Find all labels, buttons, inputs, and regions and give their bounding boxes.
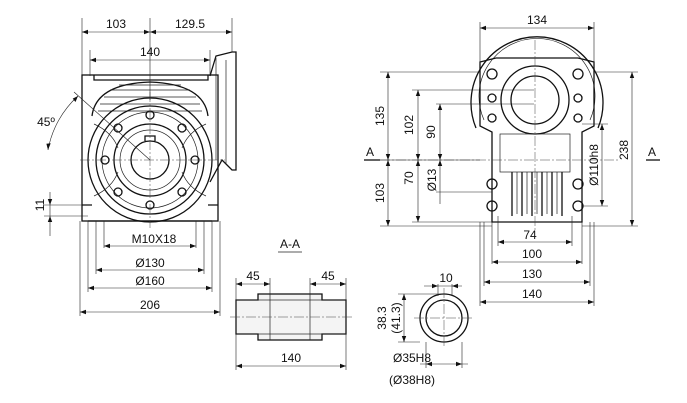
side-dim-135: 135 bbox=[373, 106, 387, 126]
front-dim-206: 206 bbox=[140, 298, 160, 312]
side-dim-70: 70 bbox=[402, 171, 416, 185]
shaft-dim-140: 140 bbox=[281, 351, 301, 365]
side-cooling-fins bbox=[511, 172, 563, 216]
side-dim-140: 140 bbox=[522, 287, 542, 301]
front-dim-45-degree: 45º bbox=[37, 115, 55, 129]
front-view: 103 129.5 140 45º 11 M10X18 Ø13 bbox=[33, 17, 237, 316]
front-dim-140: 140 bbox=[140, 45, 160, 59]
side-dim-100: 100 bbox=[522, 247, 542, 261]
front-dim-11: 11 bbox=[33, 198, 47, 211]
side-dim-74: 74 bbox=[523, 228, 537, 242]
side-section-marker-right: A bbox=[648, 145, 656, 159]
side-dim-102: 102 bbox=[402, 115, 416, 135]
front-motor-flange bbox=[209, 51, 237, 183]
side-dia-110h8: Ø110h8 bbox=[587, 144, 601, 186]
bore-end-view: 10 38.3 (41.3) Ø35H8 (Ø38H8) bbox=[375, 271, 474, 387]
shaft-dim-45-right: 45 bbox=[321, 269, 335, 283]
side-dia-13: Ø13 bbox=[425, 168, 439, 191]
front-dim-103: 103 bbox=[106, 17, 126, 31]
front-dia-130: Ø130 bbox=[135, 256, 165, 270]
bore-dim-41-3: (41.3) bbox=[389, 302, 403, 333]
side-dim-238: 238 bbox=[617, 140, 631, 160]
shaft-dim-45-left: 45 bbox=[246, 269, 260, 283]
shaft-section-view: A-A 45 45 140 bbox=[230, 237, 352, 370]
side-section-marker-left: A bbox=[366, 145, 374, 159]
front-dia-160: Ø160 bbox=[135, 274, 165, 288]
side-dim-130: 130 bbox=[522, 267, 542, 281]
side-dim-90: 90 bbox=[424, 125, 438, 139]
front-dim-129-5: 129.5 bbox=[175, 17, 205, 31]
front-thread-label: M10X18 bbox=[132, 232, 177, 246]
side-dim-103: 103 bbox=[373, 183, 387, 203]
front-housing-chamfer bbox=[93, 75, 209, 81]
bore-dim-10: 10 bbox=[439, 271, 453, 285]
side-view: 134 135 102 90 70 103 Ø13 A bbox=[364, 13, 660, 306]
bore-dim-38-3: 38.3 bbox=[375, 306, 389, 330]
side-housing-outline bbox=[479, 57, 595, 223]
side-dim-134: 134 bbox=[527, 13, 547, 27]
bore-dia-38h8: (Ø38H8) bbox=[389, 373, 435, 387]
bore-dia-35h8: Ø35H8 bbox=[393, 351, 431, 365]
shaft-section-title: A-A bbox=[280, 237, 300, 251]
